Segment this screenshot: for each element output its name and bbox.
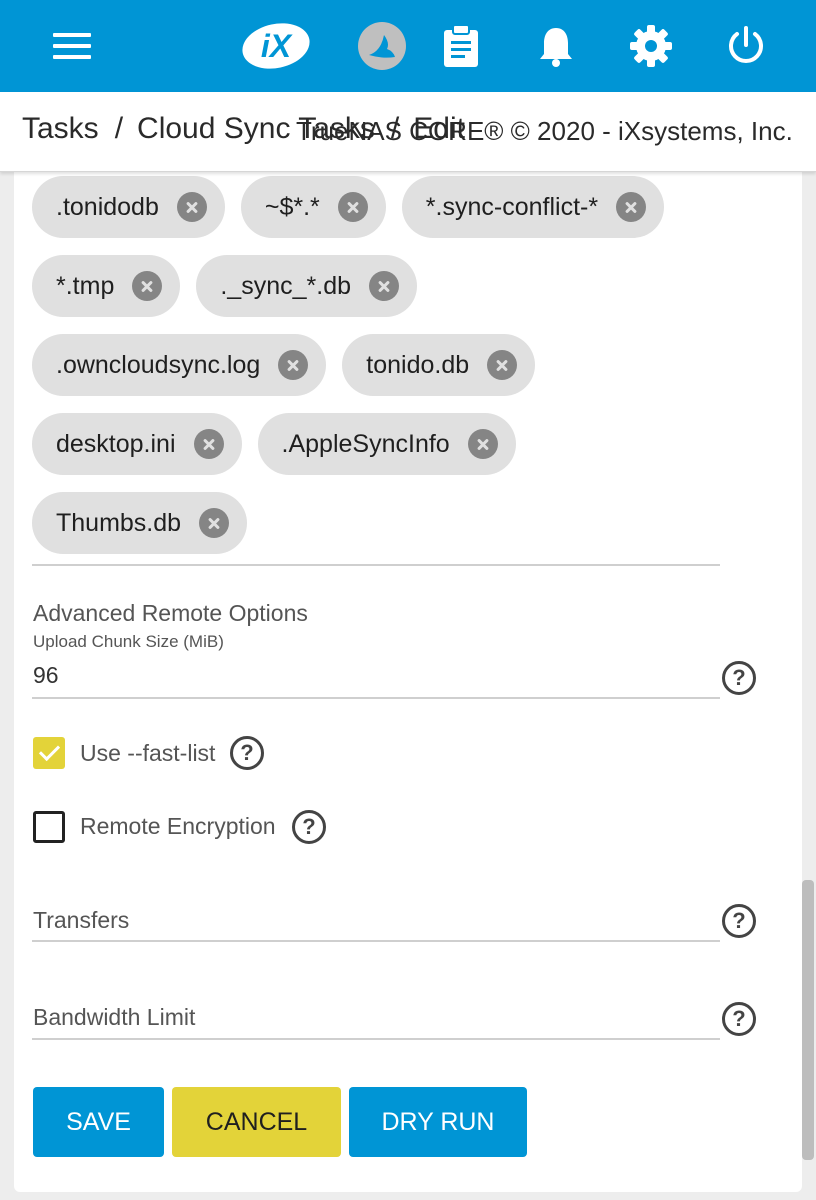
chip-row: .owncloudsync.log tonido.db — [32, 334, 536, 396]
chip-label: .owncloudsync.log — [56, 350, 261, 379]
breadcrumb-edit: Edit — [413, 112, 465, 145]
ix-logo-icon[interactable]: iX — [238, 20, 314, 72]
exclude-chip: ._sync_*.db — [196, 255, 417, 317]
chip-remove-icon[interactable] — [193, 429, 224, 459]
copyright-text: TrueNAS CORE® © 2020 - iXsystems, Inc. — [296, 116, 793, 146]
exclude-chip: ~$*.* — [240, 176, 386, 238]
top-toolbar: iX — [0, 0, 816, 92]
breadcrumb: Tasks / Cloud Sync Tasks / Edit — [22, 112, 465, 146]
chip-remove-icon[interactable] — [467, 429, 498, 459]
cloud-sync-form: .tonidodb ~$*.* *.sync-conflict-* *.tmp … — [14, 172, 802, 1192]
chip-label: tonido.db — [366, 350, 470, 379]
help-icon-fast-list[interactable]: ? — [230, 736, 264, 770]
help-icon-remote-encryption[interactable]: ? — [292, 810, 326, 844]
save-button[interactable]: SAVE — [33, 1087, 164, 1157]
logo-text: iX — [261, 28, 293, 64]
bandwidth-limit-input[interactable]: Bandwidth Limit — [33, 1004, 196, 1030]
exclude-chip: *.sync-conflict-* — [401, 176, 665, 238]
exclude-chip: .tonidodb — [32, 176, 225, 238]
exclude-chip: tonido.db — [342, 334, 536, 396]
gear-icon[interactable] — [625, 20, 677, 72]
menu-icon[interactable] — [46, 20, 98, 72]
chip-label: ._sync_*.db — [220, 271, 351, 300]
chip-row: .tonidodb ~$*.* *.sync-conflict-* — [32, 176, 665, 238]
help-icon-bandwidth-limit[interactable]: ? — [722, 1002, 756, 1036]
exclude-chip: .AppleSyncInfo — [257, 413, 516, 475]
chip-label: Thumbs.db — [56, 508, 182, 537]
exclude-chip: desktop.ini — [32, 413, 242, 475]
advanced-remote-options-heading: Advanced Remote Options — [33, 600, 308, 626]
chip-remove-icon[interactable] — [176, 192, 207, 222]
help-icon-transfers[interactable]: ? — [722, 904, 756, 938]
help-icon-chunk-size[interactable]: ? — [722, 661, 756, 695]
chip-label: *.tmp — [56, 271, 115, 300]
breadcrumb-cloud-sync-tasks[interactable]: Cloud Sync Tasks — [137, 112, 375, 145]
bandwidth-limit-underline — [32, 1038, 720, 1040]
breadcrumb-separator: / — [390, 112, 400, 145]
remote-encryption-label[interactable]: Remote Encryption — [80, 813, 276, 839]
upload-chunk-size-label: Upload Chunk Size (MiB) — [33, 632, 224, 651]
power-icon[interactable] — [720, 20, 772, 72]
chip-remove-icon[interactable] — [278, 350, 309, 380]
chip-row: *.tmp ._sync_*.db — [32, 255, 417, 317]
scrollbar-thumb[interactable] — [802, 880, 814, 1160]
chip-label: ~$*.* — [264, 192, 320, 221]
cancel-button[interactable]: CANCEL — [172, 1087, 341, 1157]
upload-chunk-size-input[interactable]: 96 — [33, 662, 59, 688]
chip-remove-icon[interactable] — [616, 192, 647, 222]
upload-chunk-size-underline — [32, 697, 720, 699]
chip-remove-icon[interactable] — [487, 350, 518, 380]
chip-input-underline — [32, 564, 720, 566]
chip-label: .AppleSyncInfo — [281, 429, 450, 458]
chip-row: Thumbs.db — [32, 492, 248, 554]
breadcrumb-separator: / — [114, 112, 124, 145]
exclude-chip: *.tmp — [32, 255, 181, 317]
exclude-chip: .owncloudsync.log — [32, 334, 327, 396]
transfers-input[interactable]: Transfers — [33, 907, 130, 933]
fast-list-checkbox[interactable] — [33, 737, 65, 769]
exclude-chip: Thumbs.db — [32, 492, 248, 554]
chip-remove-icon[interactable] — [337, 192, 368, 222]
breadcrumb-tasks[interactable]: Tasks — [22, 112, 99, 145]
remote-encryption-checkbox[interactable] — [33, 811, 65, 843]
exclude-chip-list: .tonidodb ~$*.* *.sync-conflict-* *.tmp … — [32, 176, 722, 564]
chip-label: .tonidodb — [56, 192, 159, 221]
transfers-underline — [32, 940, 720, 942]
truecommand-icon[interactable] — [356, 20, 408, 72]
bell-icon[interactable] — [530, 20, 582, 72]
chip-label: *.sync-conflict-* — [425, 192, 599, 221]
chip-remove-icon[interactable] — [199, 508, 230, 538]
chip-row: desktop.ini .AppleSyncInfo — [32, 413, 516, 475]
chip-remove-icon[interactable] — [132, 271, 163, 301]
dry-run-button[interactable]: DRY RUN — [349, 1087, 527, 1157]
breadcrumb-bar: Tasks / Cloud Sync Tasks / Edit TrueNAS CORE… — [0, 92, 816, 172]
chip-remove-icon[interactable] — [369, 271, 399, 301]
chip-label: desktop.ini — [56, 429, 176, 458]
clipboard-icon[interactable] — [435, 20, 487, 72]
fast-list-label[interactable]: Use --fast-list — [80, 740, 216, 766]
